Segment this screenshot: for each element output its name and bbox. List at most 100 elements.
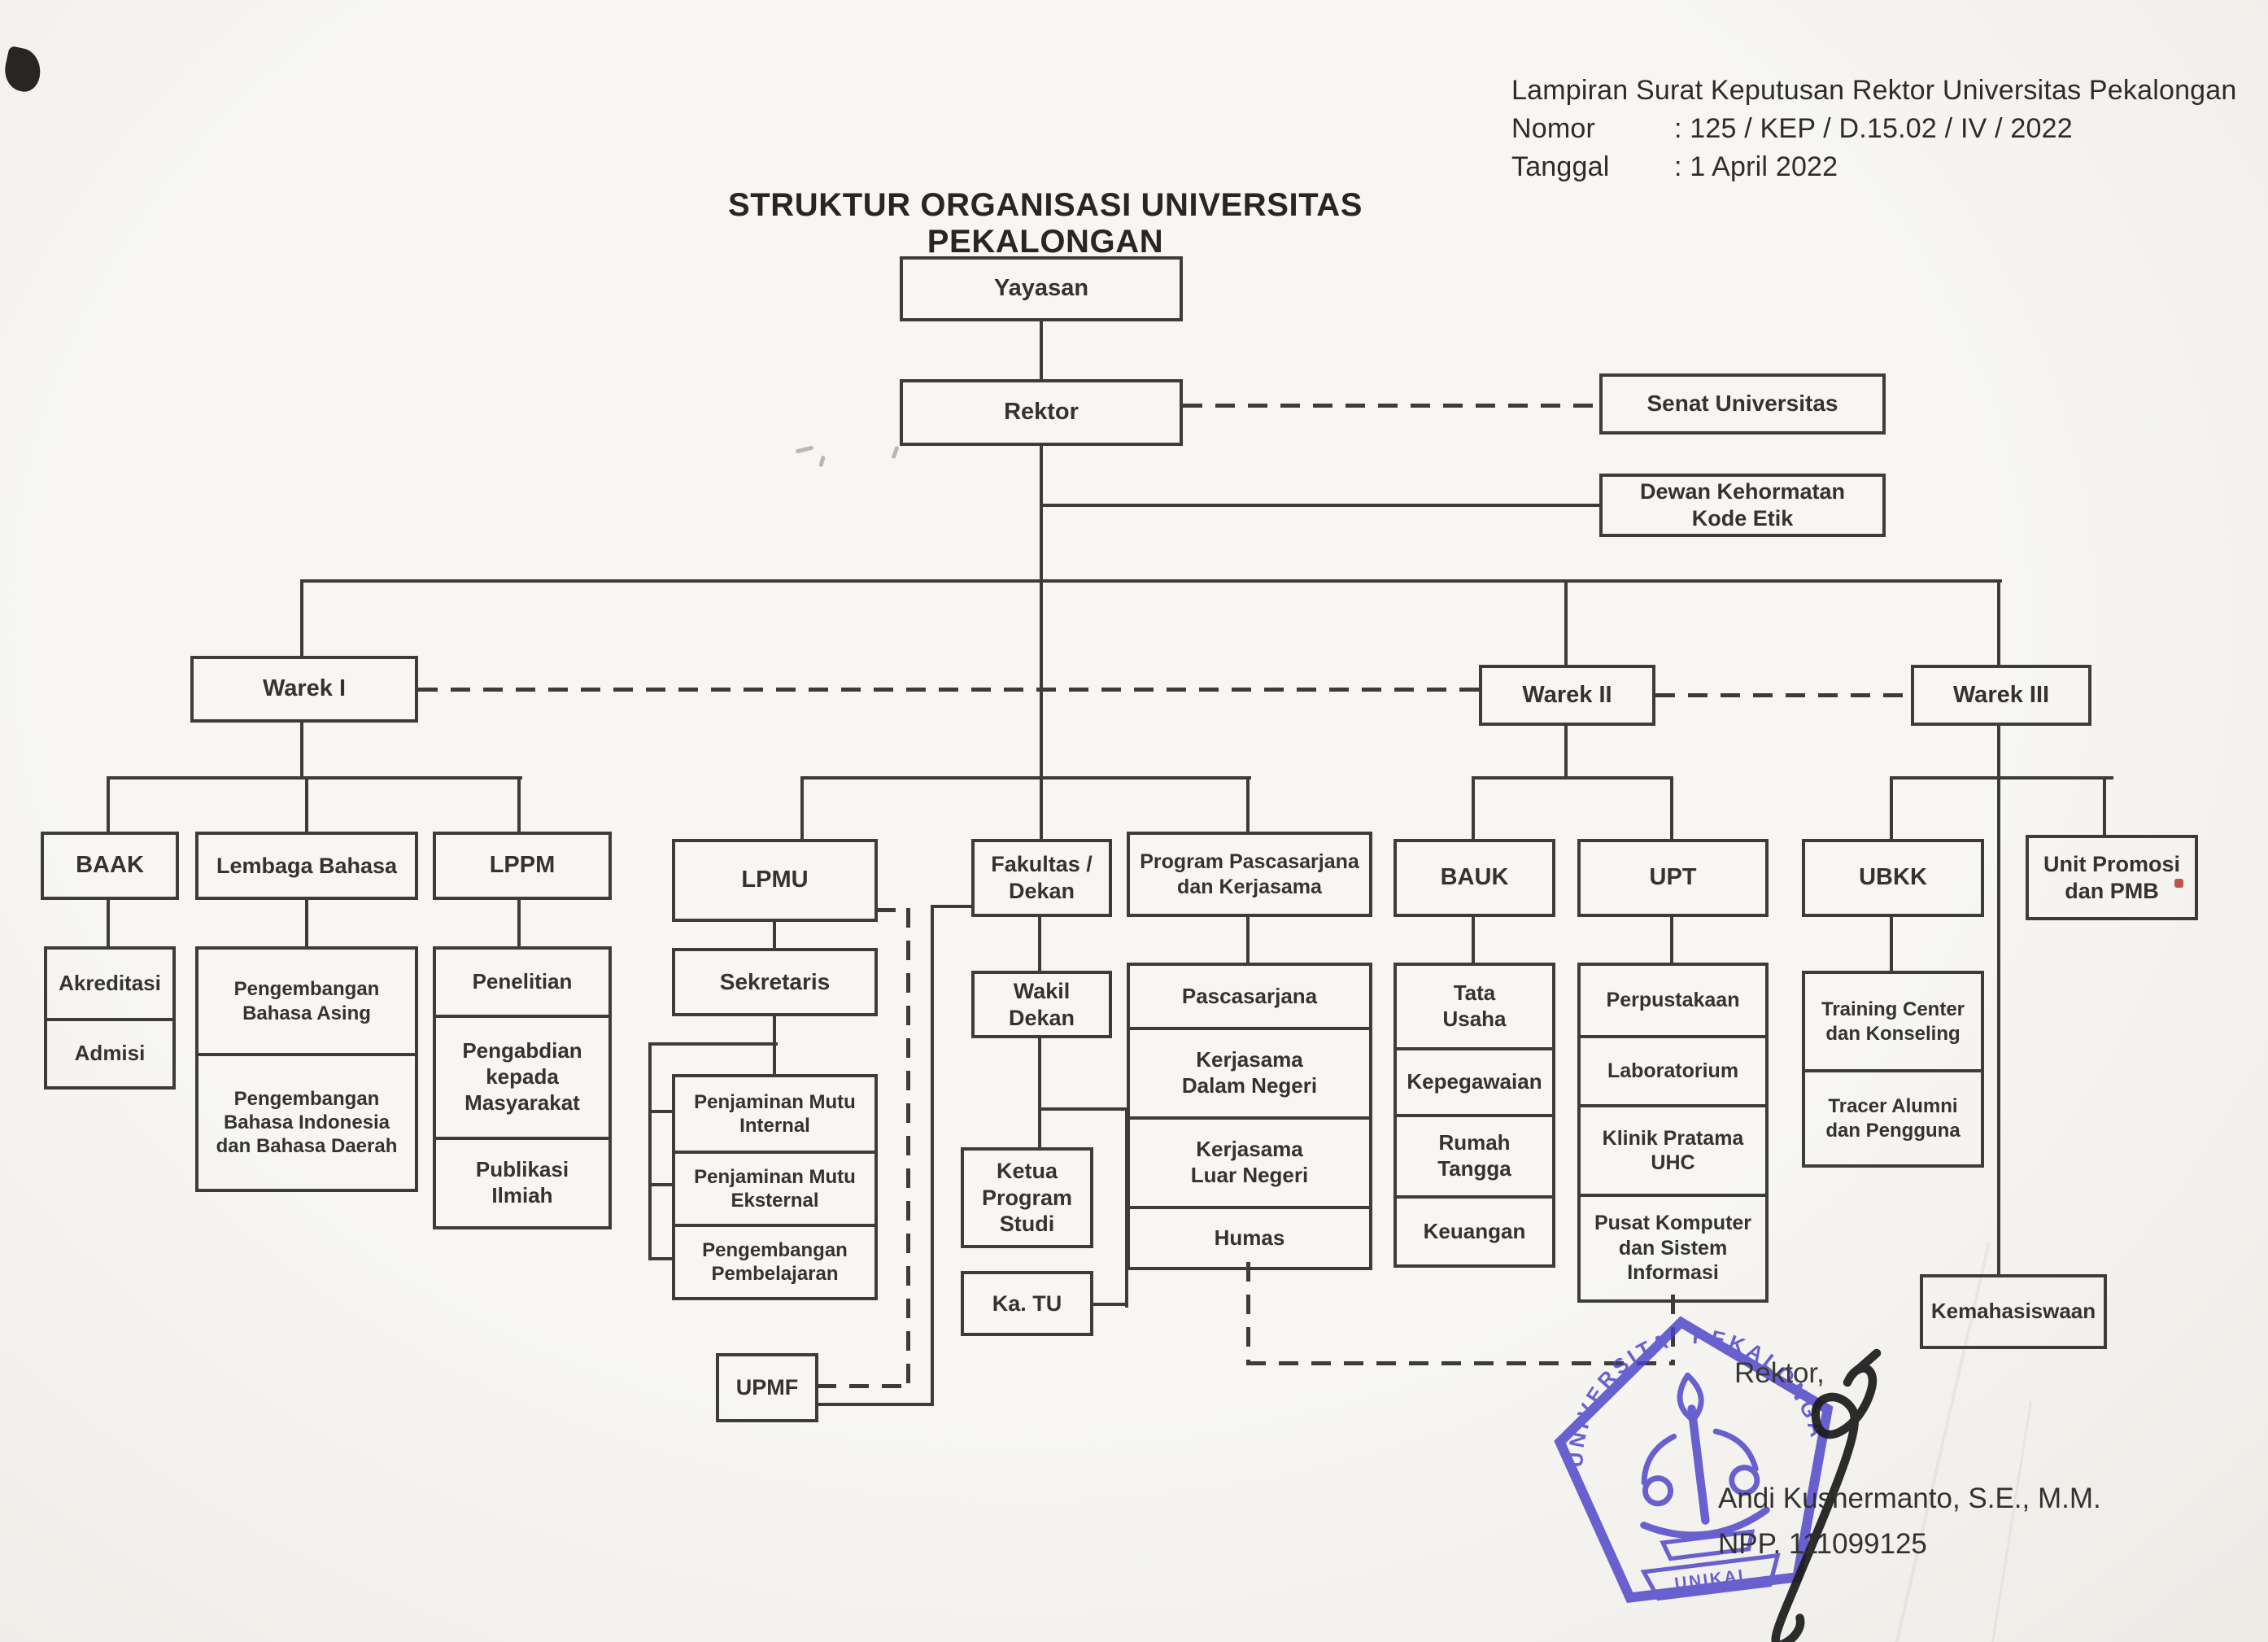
org-box-fakultas-dekan: Fakultas / Dekan <box>971 839 1112 917</box>
org-box-rektor: Rektor <box>900 379 1183 446</box>
signature-name: Andi Kushermanto, S.E., M.M. <box>1718 1483 2101 1514</box>
org-box-wakil-dekan: Wakil Dekan <box>971 971 1112 1038</box>
org-box-label: Sekretaris <box>719 968 831 994</box>
connector-line <box>1246 776 1250 835</box>
org-box-label: UBKK <box>1859 864 1927 891</box>
org-box-label: BAUK <box>1440 864 1509 891</box>
paper-crease <box>1988 1400 2033 1642</box>
connector-line <box>1040 446 1043 842</box>
org-box-label: Lembaga Bahasa <box>216 853 398 878</box>
org-box-lembaga-bahasa: Lembaga Bahasa <box>195 832 418 900</box>
org-box-label: Program Pascasarjana dan Kerjasama <box>1140 850 1359 898</box>
org-box-label: Ka. TU <box>992 1290 1062 1316</box>
connector-line <box>302 579 2002 583</box>
connector-line-dashed <box>418 688 1479 692</box>
org-box-upt: UPT <box>1577 839 1769 917</box>
connector-line-dashed <box>1246 1361 1675 1365</box>
connector-line <box>1891 776 2113 780</box>
org-cell-lembaga-bahasa-sub-1: Pengembangan Bahasa Indonesia dan Bahasa… <box>198 1053 415 1189</box>
org-cell-lppm-sub-2: Publikasi Ilmiah <box>436 1137 608 1226</box>
connector-line <box>2103 776 2106 838</box>
connector-line <box>108 776 522 780</box>
connector-line <box>1564 579 1568 668</box>
org-box-label: Ketua Program Studi <box>981 1158 1073 1237</box>
connector-line <box>648 1183 675 1186</box>
connector-line-dashed <box>817 1384 910 1388</box>
connector-line-dashed <box>876 908 910 912</box>
connector-line <box>773 1015 776 1076</box>
svg-text:UNIVERSITAS: UNIVERSITAS <box>1526 1295 1687 1474</box>
org-cell-bauk-sub-3: Keuangan <box>1397 1195 1552 1264</box>
org-cell-ubkk-sub-1: Tracer Alumni dan Pengguna <box>1805 1069 1981 1164</box>
connector-line <box>1670 776 1673 842</box>
connector-line <box>800 776 804 842</box>
connector-line <box>1040 321 1043 382</box>
connector-line <box>648 1257 675 1260</box>
connector-line <box>107 898 110 949</box>
connector-line <box>305 776 308 835</box>
org-box-label: Senat Universitas <box>1646 391 1838 417</box>
stamp-text-universitas: UNIVERSITAS <box>1526 1295 1687 1474</box>
org-cell-lpmu-sub-0: Penjaminan Mutu Internal <box>694 1090 856 1137</box>
org-box-ubkk: UBKK <box>1802 839 1984 917</box>
connector-line <box>1890 915 1893 974</box>
header-nomor-value: : 125 / KEP / D.15.02 / IV / 2022 <box>1674 112 2073 144</box>
header-tanggal-value: : 1 April 2022 <box>1674 151 1838 182</box>
org-box-warek-2: Warek II <box>1479 665 1655 726</box>
org-cell-bauk-sub-1: Kepegawaian <box>1397 1047 1552 1114</box>
pencil-smudge <box>818 455 826 468</box>
connector-line <box>1472 776 1475 842</box>
connector-line <box>1038 1037 1041 1151</box>
org-cell-lembaga-bahasa-sub-0: Pengembangan Bahasa Asing <box>233 978 380 1024</box>
pencil-smudge <box>891 445 900 460</box>
org-box-unit-promosi-pmb: Unit Promosi dan PMB <box>2026 835 2198 920</box>
org-box-lpmu: LPMU <box>672 839 878 922</box>
org-box-label: Wakil Dekan <box>1008 978 1075 1030</box>
org-box-label: LPPM <box>489 852 556 879</box>
signature-role: Rektor, <box>1734 1357 1825 1389</box>
org-box-label: Dewan Kehormatan Kode Etik <box>1639 479 1846 531</box>
org-cell-pascasarjana-sub-1: Kerjasama Dalam Negeri <box>1130 1027 1369 1116</box>
scan-artifact-corner <box>1 45 45 95</box>
document-header: Lampiran Surat Keputusan Rektor Universi… <box>1511 72 2237 186</box>
org-box-label: Rektor <box>1004 399 1079 426</box>
connector-line-dashed <box>906 908 910 1390</box>
header-line-lampiran: Lampiran Surat Keputusan Rektor Universi… <box>1511 75 2237 106</box>
org-box-senat-universitas: Senat Universitas <box>1599 373 1886 435</box>
connector-line <box>305 898 308 949</box>
org-box-warek-3: Warek III <box>1911 665 2091 726</box>
org-cell-baak-sub-1: Admisi <box>47 1018 172 1086</box>
connector-line <box>1092 1303 1128 1306</box>
org-box-sekretaris: Sekretaris <box>672 948 878 1016</box>
connector-line <box>773 920 776 951</box>
org-cell-upt-sub-3: Pusat Komputer dan Sistem Informasi <box>1581 1194 1765 1299</box>
org-box-label: Yayasan <box>993 275 1089 302</box>
org-cell-pascasarjana-sub-0: Pascasarjana <box>1181 983 1318 1008</box>
connector-line <box>1472 915 1475 966</box>
connector-line <box>1890 776 1893 842</box>
org-cell-lppm-sub-1: Pengabdian kepada Masyarakat <box>436 1015 608 1137</box>
org-box-label: Warek I <box>262 675 347 702</box>
connector-line <box>1473 776 1673 780</box>
connector-line <box>648 1042 778 1046</box>
connector-line <box>1040 1107 1128 1111</box>
connector-line <box>1670 915 1673 966</box>
org-box-baak: BAAK <box>41 832 179 900</box>
page-title: STRUKTUR ORGANISASI UNIVERSITAS PEKALONG… <box>727 187 1363 260</box>
connector-line-dashed <box>1655 693 1911 697</box>
org-box-warek-1: Warek I <box>190 656 418 723</box>
connector-line <box>1041 504 1601 507</box>
connector-line <box>517 776 521 835</box>
org-box-bauk: BAUK <box>1394 839 1555 917</box>
org-box-label: UPT <box>1649 864 1697 891</box>
connector-line <box>648 1042 652 1260</box>
connector-line <box>1038 915 1041 972</box>
connector-line <box>1997 724 2000 1277</box>
